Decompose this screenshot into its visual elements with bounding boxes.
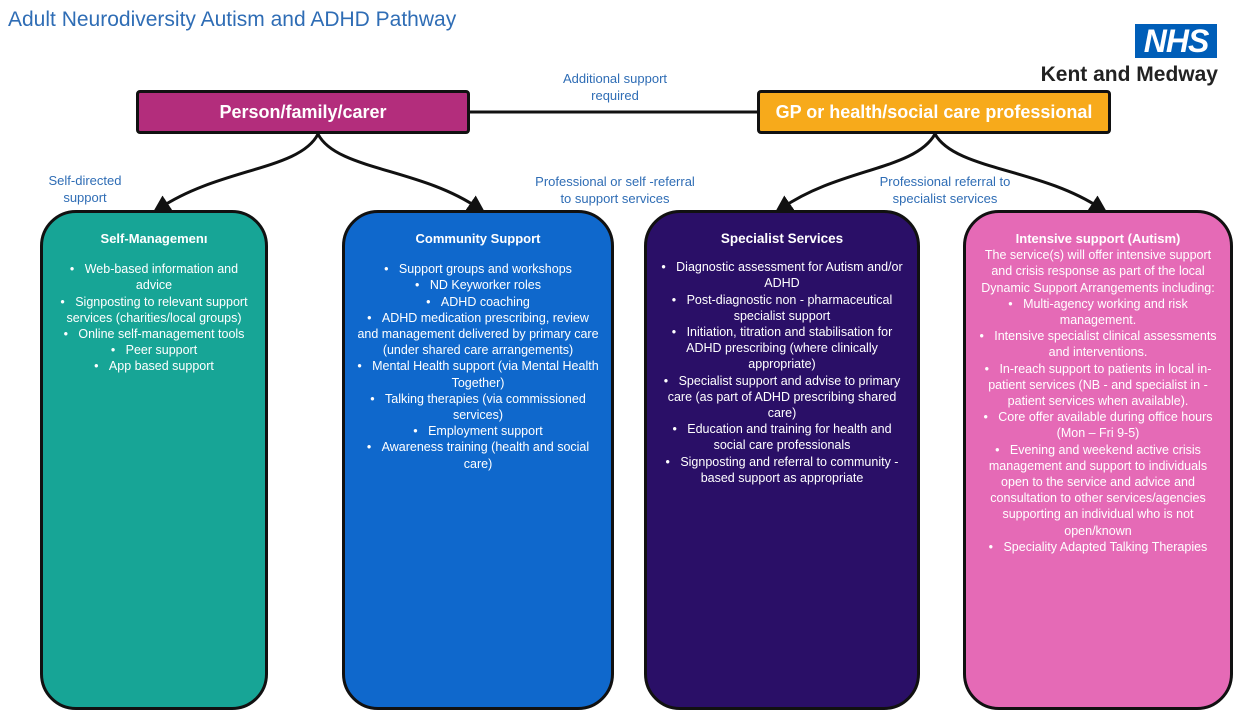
additional-support-label: Additional support required (562, 71, 668, 103)
list-item: Diagnostic assessment for Autism and/or … (659, 259, 905, 291)
intensive-support-box: Intensive support (Autism) The service(s… (963, 210, 1233, 710)
community-support-list: Support groups and workshops ND Keyworke… (357, 261, 599, 472)
connector-arrows (152, 110, 1108, 214)
arrow-to-self-management (152, 133, 320, 213)
specialist-services-box: Specialist Services Diagnostic assessmen… (644, 210, 920, 710)
intensive-support-intro: The service(s) will offer intensive supp… (981, 248, 1215, 295)
gp-professional-box: GP or health/social care professional (757, 90, 1111, 134)
list-item: Talking therapies (via commissioned serv… (357, 391, 599, 423)
specialist-services-list: Diagnostic assessment for Autism and/or … (659, 259, 905, 486)
page-title: Adult Neurodiversity Autism and ADHD Pat… (8, 8, 457, 31)
specialist-services-title: Specialist Services (720, 231, 844, 246)
list-item: Employment support (357, 423, 599, 439)
intensive-support-title: Intensive support (Autism) (1015, 231, 1181, 246)
list-item: ADHD coaching (357, 294, 599, 310)
arrow-to-community-support (316, 133, 486, 214)
list-item: Signposting to relevant support services… (55, 294, 253, 326)
list-item: Mental Health support (via Mental Health… (357, 358, 599, 390)
list-item: In-reach support to patients in local in… (978, 361, 1218, 410)
organisation-name: Kent and Medway (1040, 63, 1218, 86)
self-management-title: Self-Managemenı (100, 231, 208, 246)
professional-referral-label: Professional referral to specialist serv… (879, 174, 1011, 206)
list-item: Evening and weekend active crisis manage… (978, 442, 1218, 539)
list-item: ND Keyworker roles (357, 277, 599, 293)
community-support-box: Community Support Support groups and wor… (342, 210, 614, 710)
list-item: Intensive specialist clinical assessment… (978, 328, 1218, 360)
gp-professional-label: GP or health/social care professional (775, 101, 1093, 122)
list-item: Post-diagnostic non - pharmaceutical spe… (659, 292, 905, 324)
list-item: App based support (55, 358, 253, 374)
self-directed-label: Self-directed support (48, 173, 122, 205)
list-item: Signposting and referral to community -b… (659, 454, 905, 486)
list-item: Support groups and workshops (357, 261, 599, 277)
professional-or-self-referral-label: Professional or self -referral to suppor… (535, 174, 695, 206)
arrow-to-intensive-support (933, 133, 1108, 213)
list-item: Initiation, titration and stabilisation … (659, 324, 905, 373)
intensive-support-list: Multi-agency working and risk management… (978, 296, 1218, 555)
self-management-list: Web-based information and advice Signpos… (55, 261, 253, 374)
list-item: ADHD medication prescribing, review and … (357, 310, 599, 359)
community-support-title: Community Support (415, 231, 541, 246)
person-family-carer-label: Person/family/carer (219, 101, 387, 122)
list-item: Multi-agency working and risk management… (978, 296, 1218, 328)
list-item: Speciality Adapted Talking Therapies (978, 539, 1218, 555)
list-item: Peer support (55, 342, 253, 358)
list-item: Education and training for health and so… (659, 421, 905, 453)
person-family-carer-box: Person/family/carer (136, 90, 470, 134)
arrow-to-specialist-services (774, 133, 937, 214)
list-item: Specialist support and advise to primary… (659, 373, 905, 422)
list-item: Web-based information and advice (55, 261, 253, 293)
list-item: Awareness training (health and social ca… (357, 439, 599, 471)
list-item: Core offer available during office hours… (978, 409, 1218, 441)
list-item: Online self-management tools (55, 326, 253, 342)
nhs-logo: NHS (1135, 24, 1217, 58)
self-management-box: Self-Managemenı Web-based information an… (40, 210, 268, 710)
